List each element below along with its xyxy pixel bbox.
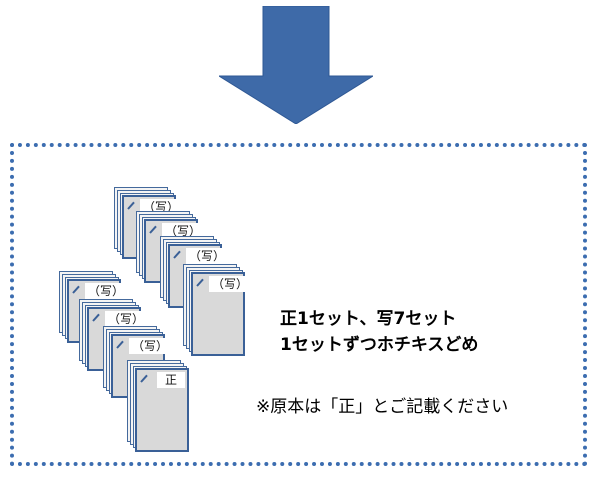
corner-mark-icon bbox=[140, 374, 148, 383]
corner-mark-icon bbox=[127, 201, 135, 210]
instruction-line-2: 1セットずつホチキスどめ bbox=[280, 335, 479, 355]
document-set-original: 正 bbox=[127, 360, 189, 452]
set-label: （写） bbox=[85, 283, 128, 299]
instruction-note: ※原本は「正」とご記載ください bbox=[256, 397, 509, 417]
corner-mark-icon bbox=[196, 278, 204, 287]
instruction-panel bbox=[10, 143, 587, 466]
set-label: （写） bbox=[105, 311, 148, 327]
set-label: （写） bbox=[209, 276, 252, 292]
corner-mark-icon bbox=[92, 313, 100, 322]
corner-mark-icon bbox=[149, 225, 157, 234]
corner-mark-icon bbox=[173, 250, 181, 259]
instruction-text: 正1セット、写7セット 1セットずつホチキスどめ bbox=[280, 306, 580, 358]
set-label: 正 bbox=[157, 372, 186, 388]
corner-mark-icon bbox=[116, 340, 124, 349]
set-label: （写） bbox=[129, 338, 172, 354]
set-label: （写） bbox=[186, 248, 229, 264]
document-set-copy-4: （写） bbox=[183, 264, 252, 356]
corner-mark-icon bbox=[72, 285, 80, 294]
set-label: （写） bbox=[162, 223, 205, 239]
instruction-line-1: 正1セット、写7セット bbox=[280, 309, 457, 329]
down-arrow-icon bbox=[219, 6, 373, 124]
